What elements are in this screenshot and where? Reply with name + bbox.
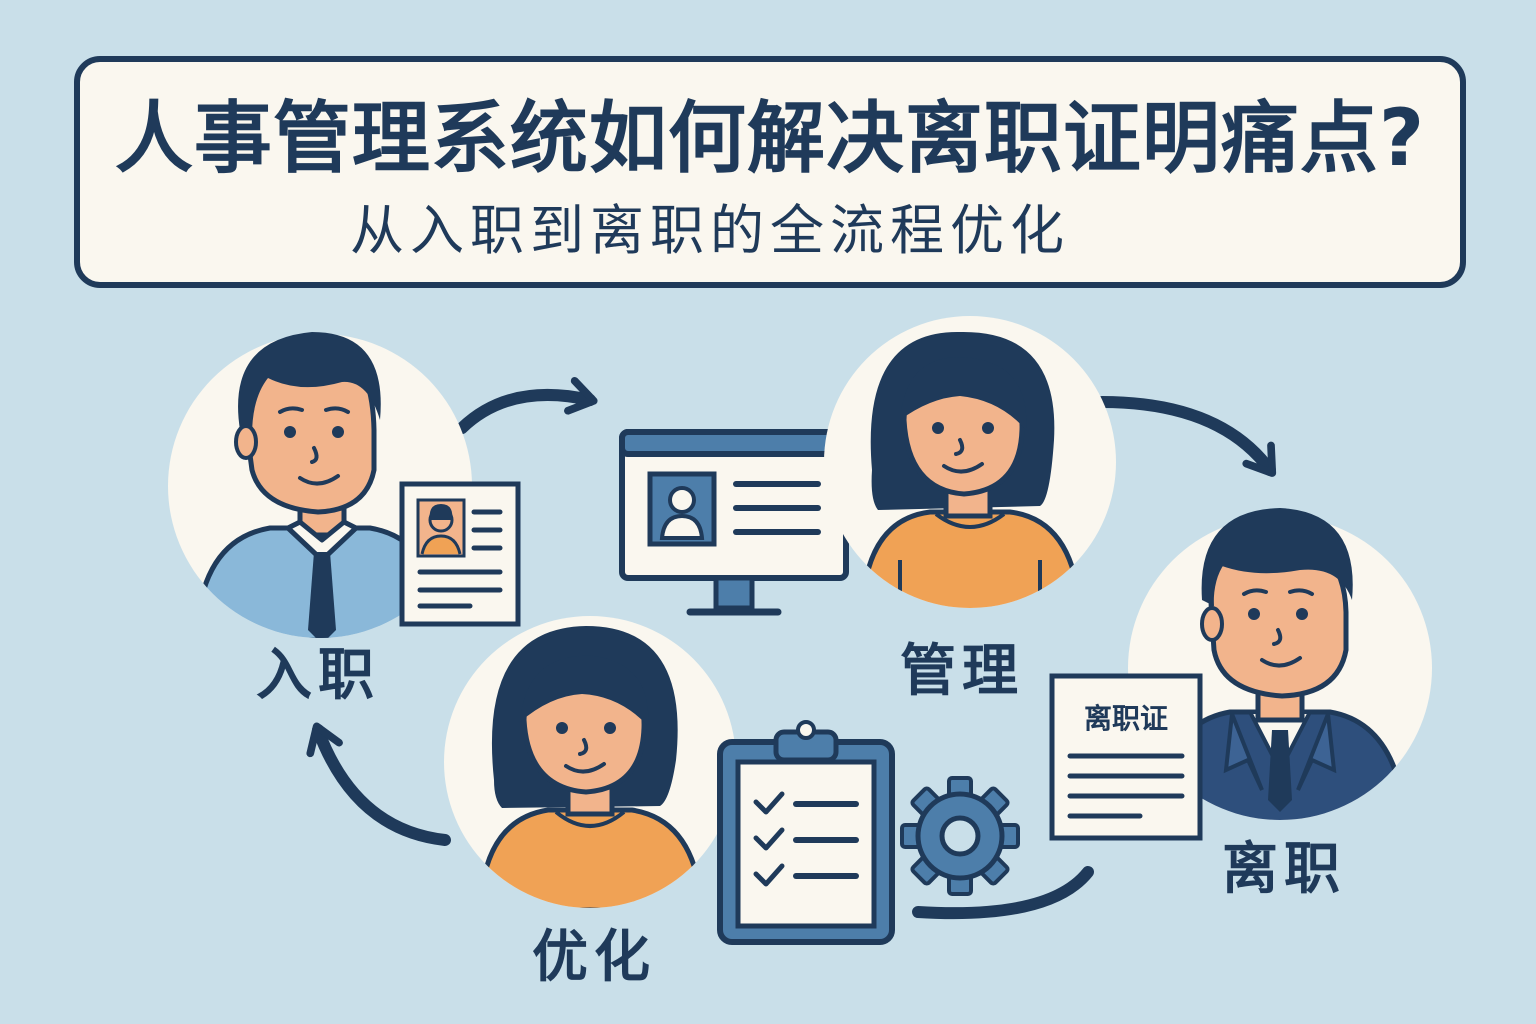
certificate-document-icon: 离职证 xyxy=(1049,673,1203,841)
optimize-employee xyxy=(444,616,736,908)
leaving-employee xyxy=(1128,508,1432,820)
title-banner: 人事管理系统如何解决离职证明痛点? 从入职到离职的全流程优化 xyxy=(74,56,1466,288)
stage-label-optimize: 优化 xyxy=(532,925,656,990)
stage-label-manage: 管理 xyxy=(900,639,1024,704)
onboarding-employee xyxy=(168,332,472,638)
certificate-heading: 离职证 xyxy=(1084,702,1168,735)
monitor-profile-icon xyxy=(619,429,849,616)
stage-label-onboard: 入职 xyxy=(256,643,380,708)
clipboard-checklist-icon xyxy=(717,720,895,945)
id-card-icon xyxy=(399,481,521,627)
page-subtitle: 从入职到离职的全流程优化 xyxy=(350,199,1070,262)
cycle-arrow-icon xyxy=(306,376,1277,920)
page-title: 人事管理系统如何解决离职证明痛点? xyxy=(114,94,1426,184)
stage-label-offboard: 离职 xyxy=(1222,837,1346,902)
manager-employee xyxy=(824,316,1116,608)
gear-icon xyxy=(900,776,1020,896)
